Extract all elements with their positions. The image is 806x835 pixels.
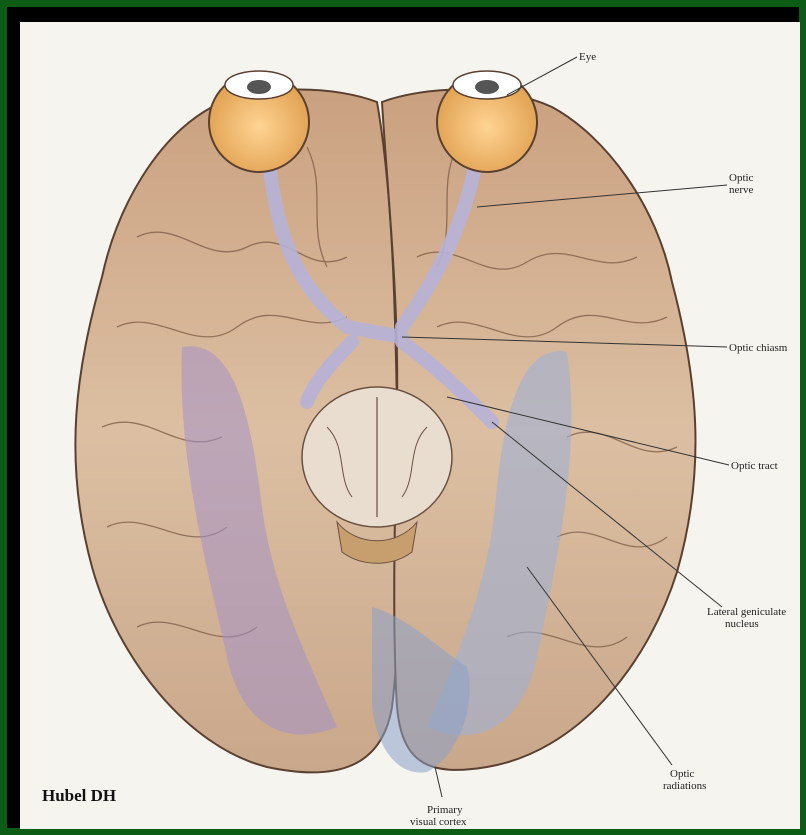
left-eye <box>209 71 309 172</box>
label-optic-tract: Optic tract <box>731 460 778 472</box>
label-optic-chiasm: Optic chiasm <box>729 342 788 354</box>
label-lgn-line1: Lateral geniculate <box>707 606 786 618</box>
label-optic-nerve-line1: Optic <box>729 172 754 184</box>
label-optic-radiations-line2: radiations <box>663 780 706 792</box>
label-optic-nerve-line2: nerve <box>729 184 754 196</box>
label-eye: Eye <box>579 51 596 63</box>
label-optic-radiations-line1: Optic <box>670 768 695 780</box>
label-lgn-line2: nucleus <box>725 618 759 630</box>
label-visual-cortex-line2: visual cortex <box>410 816 467 828</box>
label-visual-cortex-line1: Primary <box>427 804 463 816</box>
author-credit: Hubel DH <box>42 786 116 806</box>
right-eye <box>437 71 537 172</box>
brain-illustration: Eye Optic nerve Optic chiasm Optic tract… <box>20 22 800 829</box>
illustration-plate: Eye Optic nerve Optic chiasm Optic tract… <box>20 22 800 829</box>
